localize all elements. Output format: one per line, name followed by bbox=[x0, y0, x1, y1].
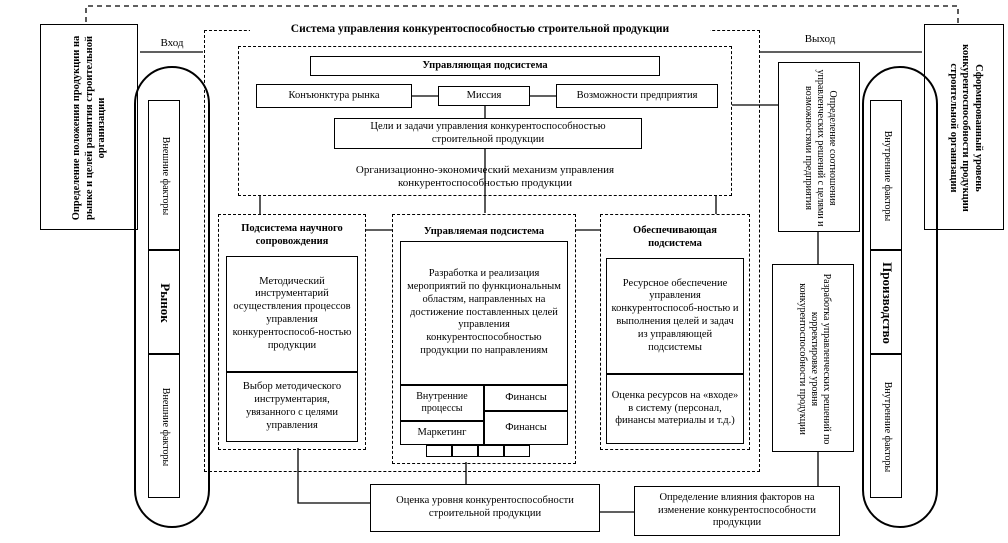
finance-box-2: Финансы bbox=[484, 411, 568, 445]
market-factors-top-box: Внешние факторы bbox=[148, 100, 180, 250]
method-choice-box: Выбор методического инструментария, увяз… bbox=[226, 372, 358, 442]
managed-subsystem-title: Управляемая подсистема bbox=[423, 226, 545, 237]
production-text: Производство bbox=[879, 262, 895, 344]
resource-support-box: Ресурсное обеспечение управления конкуре… bbox=[606, 258, 744, 374]
mission-box: Миссия bbox=[438, 86, 530, 106]
support-subsystem-boundary bbox=[600, 214, 750, 450]
left-goal-text: Определение положения продукции на рынке… bbox=[70, 35, 108, 221]
subsystem-cell-2 bbox=[452, 445, 478, 457]
production-factors-top-box: Внутренние факторы bbox=[870, 100, 902, 250]
marketing-box: Маркетинг bbox=[400, 421, 484, 445]
managed-subsystem-boundary bbox=[392, 214, 576, 464]
market-text: Рынок bbox=[157, 283, 173, 323]
market-factors-bottom-box: Внешние факторы bbox=[148, 354, 180, 498]
capabilities-box: Возможности предприятия bbox=[556, 84, 718, 108]
market-factors-bottom-text: Внешние факторы bbox=[160, 387, 172, 467]
factors-influence-box: Определение влияния факторов на изменени… bbox=[634, 486, 840, 536]
system-title: Система управления конкурентоспособность… bbox=[250, 23, 710, 37]
output-label: Выход bbox=[804, 33, 836, 45]
science-to-evaluation-line bbox=[297, 448, 370, 504]
subsystem-cell-3 bbox=[478, 445, 504, 457]
production-factors-bottom-text: Внутренние факторы bbox=[882, 381, 894, 473]
production-factors-top-text: Внутренние факторы bbox=[882, 130, 894, 222]
support-subsystem-title: Обеспечивающая подсистема bbox=[633, 225, 717, 249]
resource-evaluation-box: Оценка ресурсов на «входе» в систему (пе… bbox=[606, 374, 744, 444]
method-toolkit-box: Методический инструментарий осуществлени… bbox=[226, 256, 358, 372]
left-goal-box: Определение положения продукции на рынке… bbox=[40, 24, 138, 230]
management-decisions-box: Разработка управленческих решений по кор… bbox=[772, 264, 854, 452]
ratio-definition-text: Определение соотношения управленческих р… bbox=[802, 69, 839, 227]
subsystem-cell-1 bbox=[426, 445, 452, 457]
competitiveness-evaluation-box: Оценка уровня конкурентоспособности стро… bbox=[370, 484, 600, 532]
science-subsystem-title: Подсистема научного сопровождения bbox=[241, 223, 343, 247]
development-measures-box: Разработка и реализация мероприятий по ф… bbox=[400, 241, 568, 385]
goals-tasks-box: Цели и задачи управления конкурентоспосо… bbox=[334, 118, 642, 149]
control-subsystem-boundary bbox=[238, 46, 732, 196]
market-factors-top-text: Внешние факторы bbox=[160, 136, 172, 216]
finance-box-1: Финансы bbox=[484, 385, 568, 411]
subsystem-cell-4 bbox=[504, 445, 530, 457]
control-subsystem-title: Управляющая подсистема bbox=[310, 56, 660, 76]
market-oval bbox=[134, 66, 210, 528]
feedback-loop-line bbox=[85, 5, 959, 24]
market-box: Рынок bbox=[148, 250, 180, 354]
production-box: Производство bbox=[870, 250, 902, 354]
market-conjuncture-box: Конъюнктура рынка bbox=[256, 84, 412, 108]
management-decisions-text: Разработка управленческих решений по кор… bbox=[796, 273, 833, 445]
ratio-definition-box: Определение соотношения управленческих р… bbox=[778, 62, 860, 232]
production-factors-bottom-box: Внутренние факторы bbox=[870, 354, 902, 498]
science-subsystem-boundary bbox=[218, 214, 366, 450]
internal-processes-box: Внутренние процессы bbox=[400, 385, 484, 421]
production-oval bbox=[862, 66, 938, 528]
input-label: Вход bbox=[160, 37, 184, 49]
org-mechanism-label: Организационно-экономический механизм уп… bbox=[355, 164, 615, 190]
